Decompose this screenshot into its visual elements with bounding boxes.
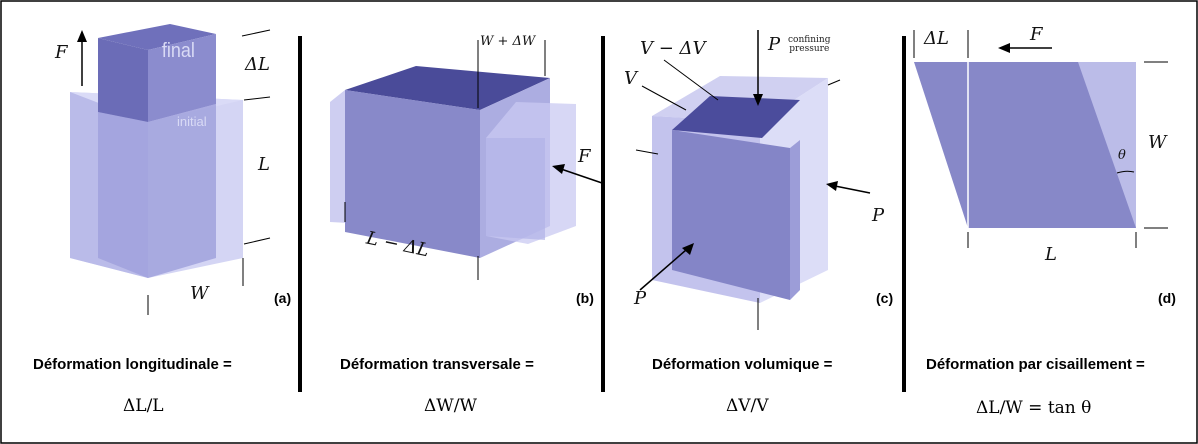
- panel-a-tag: (a): [274, 290, 292, 306]
- panel-d-formula: ΔL/W = tan θ: [976, 398, 1092, 418]
- pressure-bottom-arrow: [639, 249, 687, 291]
- tick-dl-top: [241, 29, 271, 37]
- inner-top: [672, 96, 800, 138]
- final-raised-left: [98, 38, 148, 122]
- panel-d-heading: Déformation par cisaillement =: [926, 356, 1145, 373]
- panel-b-diagram: [330, 40, 603, 280]
- panel-c-pressure-right-label: P: [872, 205, 885, 226]
- panel-c-pressure-top-label: P: [768, 34, 781, 55]
- panel-d-angle-label: θ: [1118, 148, 1126, 163]
- panel-b-tag: (b): [576, 290, 594, 306]
- panel-b-width-change-label: W + ΔW: [480, 34, 536, 49]
- panel-d-diagram: [913, 30, 1168, 248]
- panel-d-length-label: L: [1045, 244, 1057, 265]
- final-front-face: [148, 104, 216, 278]
- panel-a-force-label: F: [55, 42, 68, 63]
- panel-b-formula: ΔW/W: [424, 396, 477, 416]
- side-block-front: [486, 138, 545, 240]
- panel-d-force-label: F: [1030, 24, 1043, 45]
- panel-c-volume-label: V: [624, 68, 637, 89]
- panel-a-diagram: [70, 24, 271, 315]
- panel-b-heading: Déformation transversale =: [340, 356, 534, 373]
- panel-b-force-label: F: [578, 146, 591, 167]
- confining-line-1: confining: [788, 35, 831, 45]
- final-box-label: final: [161, 40, 195, 62]
- panel-c-pressure-bottom-label: P: [634, 288, 647, 309]
- panel-a-delta-label: ΔL: [245, 54, 270, 75]
- confining-pressure-note: confining pressure: [788, 36, 831, 54]
- shear-parallelogram: [914, 62, 1136, 228]
- panel-c-tag: (c): [876, 290, 894, 306]
- panel-c-volume-change-label: V − ΔV: [640, 38, 706, 59]
- tick-c-left: [635, 149, 659, 155]
- panel-d-tag: (d): [1158, 290, 1176, 306]
- panel-d-delta-label: ΔL: [924, 28, 949, 49]
- inner-right: [790, 140, 800, 300]
- leader-v: [641, 85, 687, 111]
- panel-c-heading: Déformation volumique =: [652, 356, 833, 373]
- pressure-right-arrow: [834, 185, 871, 194]
- main-front: [345, 90, 480, 258]
- tick-c-right: [827, 79, 841, 86]
- main-top: [345, 66, 550, 110]
- panel-a-formula: ΔL/L: [123, 396, 164, 416]
- panel-a-width-label: W: [190, 283, 209, 304]
- panel-c-formula: ΔV/V: [726, 396, 769, 416]
- panel-a-heading: Déformation longitudinale =: [33, 356, 232, 373]
- panel-a-length-label: L: [258, 154, 270, 175]
- final-left-face: [98, 112, 148, 278]
- panel-c-diagram: [635, 30, 871, 330]
- tick-dl-bottom: [243, 96, 271, 101]
- tick-l-bottom: [243, 237, 271, 245]
- force-arrow-b: [560, 168, 603, 184]
- leader-v-minus: [663, 59, 719, 101]
- inner-front: [672, 130, 790, 300]
- panel-d-width-label: W: [1148, 132, 1167, 153]
- angle-arc: [1116, 170, 1135, 174]
- final-top: [98, 24, 216, 50]
- initial-box-label: initial: [177, 114, 207, 129]
- confining-line-2: pressure: [789, 44, 830, 54]
- final-raised-front: [148, 34, 216, 122]
